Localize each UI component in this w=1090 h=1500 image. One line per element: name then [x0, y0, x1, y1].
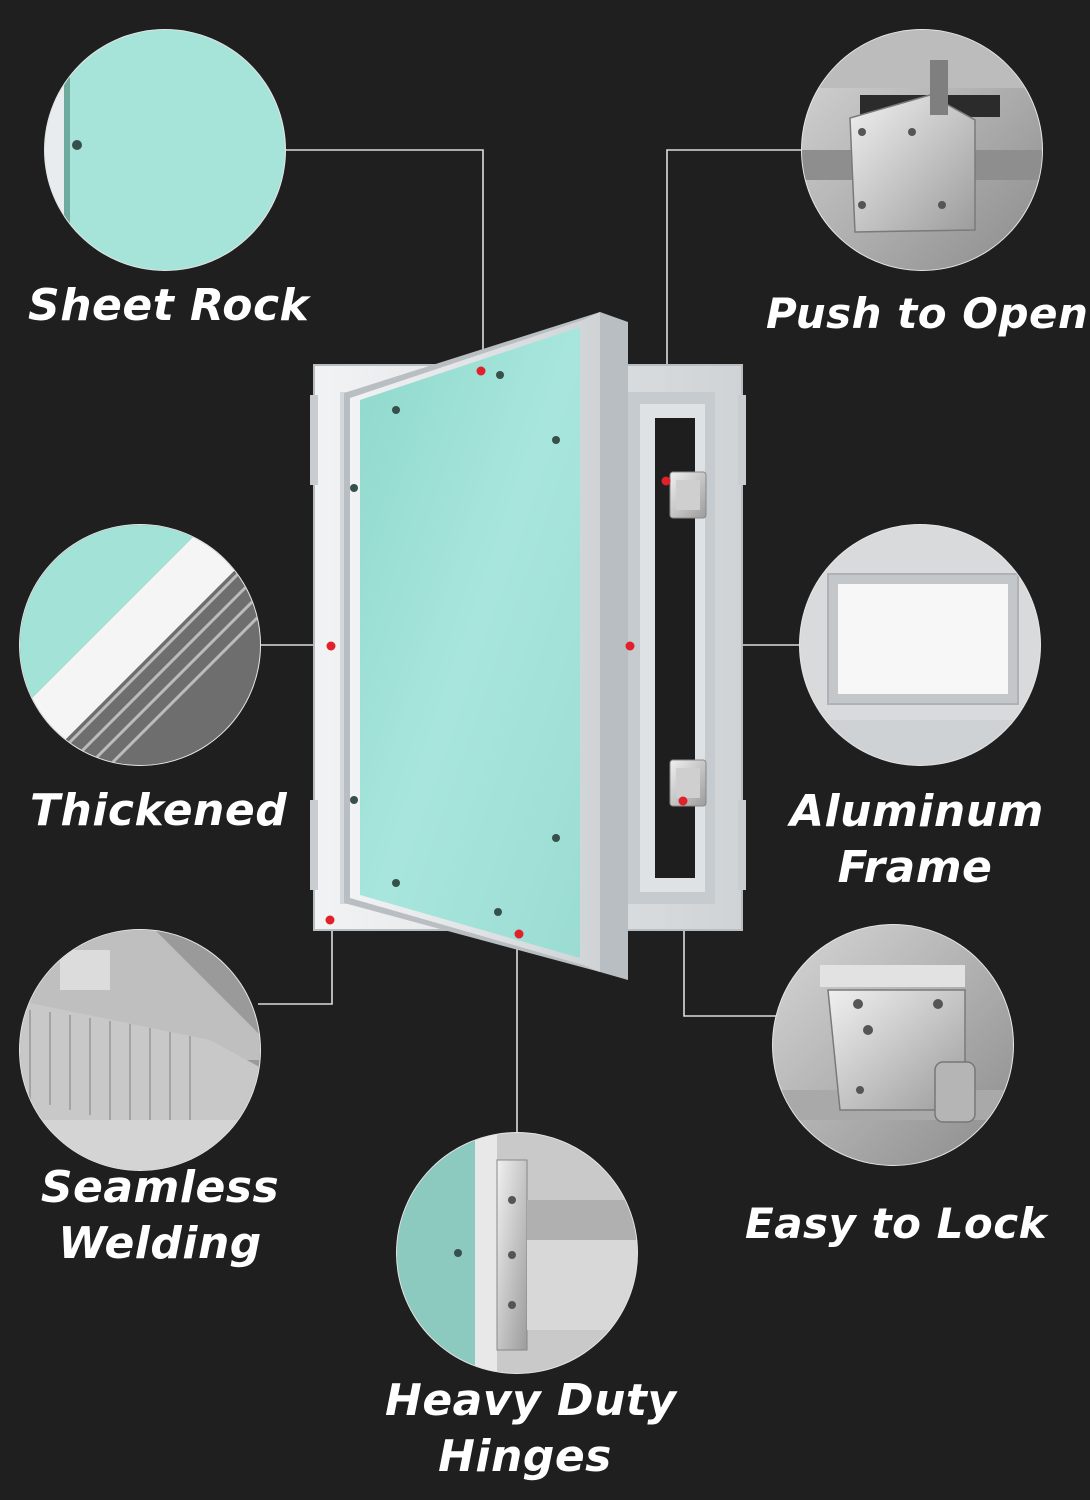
- label-sheet-rock: Sheet Rock: [28, 280, 310, 331]
- label-thickened: Thickened: [30, 785, 288, 836]
- label-push-to-open: Push to Open: [766, 289, 1089, 338]
- access-panel: [310, 312, 746, 980]
- label-heavy-duty-hinges: Heavy Duty Hinges: [385, 1375, 677, 1482]
- panel-screws: [350, 371, 560, 916]
- label-seamless-welding: Seamless Welding: [40, 1162, 280, 1269]
- detail-circle-heavy-duty-hinges: [396, 1132, 638, 1374]
- detail-circle-aluminum-frame: [799, 524, 1041, 766]
- latch-top: [669, 471, 707, 519]
- detail-circle-seamless-welding: [19, 929, 261, 1171]
- red-markers: [325, 366, 688, 939]
- detail-circle-thickened: [19, 524, 261, 766]
- label-aluminum-frame: Aluminum Frame: [790, 786, 1044, 893]
- latch-bottom: [669, 759, 707, 807]
- detail-circle-sheet-rock: [44, 29, 286, 271]
- label-easy-to-lock: Easy to Lock: [745, 1199, 1048, 1248]
- detail-circle-easy-to-lock: [772, 924, 1014, 1166]
- detail-circle-push-to-open: [801, 29, 1043, 271]
